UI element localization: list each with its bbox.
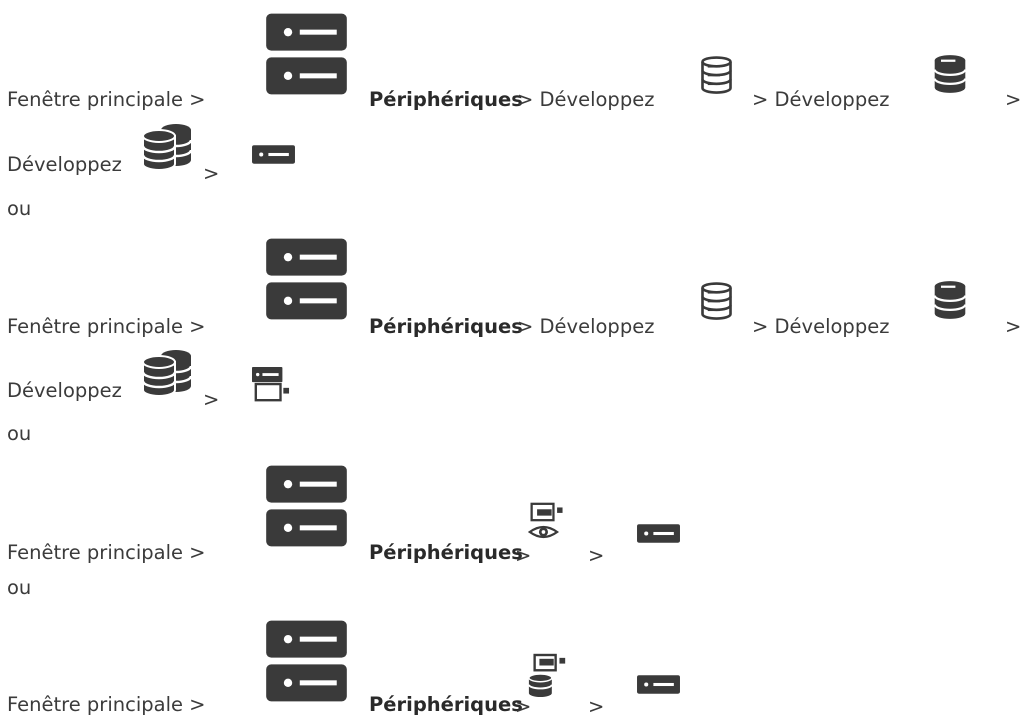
path-4-sep-2: > (588, 695, 605, 718)
local-storage-icon (527, 653, 569, 699)
path-4-devices-label: Périphériques (369, 693, 523, 716)
path-2-main-window: Fenêtre principale > (7, 315, 206, 338)
path-2-devices-label: Périphériques (369, 315, 523, 338)
encoder-icon (636, 674, 681, 695)
path-1-expand-1: > Développez (517, 88, 655, 111)
vrm-pool-icon (141, 120, 197, 172)
path-1-expand-2: > Développez (752, 88, 890, 111)
path-2-expand-3: Développez (7, 379, 122, 402)
path-3-sep-1: > (515, 544, 532, 567)
or-separator-3: ou (7, 576, 32, 599)
path-1-trailing-sep: > (1005, 88, 1022, 111)
path-4-main-window: Fenêtre principale > (7, 693, 206, 716)
path-3-devices-label: Périphériques (369, 541, 523, 564)
devices-icon (258, 464, 355, 548)
path-2-trailing-sep: > (1005, 315, 1022, 338)
encoder-camera-icon (250, 366, 292, 404)
path-2-sep-last: > (203, 388, 220, 411)
devices-icon (258, 619, 355, 703)
or-separator-2: ou (7, 422, 32, 445)
devices-icon (258, 237, 355, 321)
or-separator-1: ou (7, 197, 32, 220)
path-4-sep-1: > (515, 695, 532, 718)
path-3-sep-2: > (588, 544, 605, 567)
path-1-devices-label: Périphériques (369, 88, 523, 111)
encoder-icon (251, 144, 296, 165)
live-only-icon (528, 501, 568, 543)
path-3-main-window: Fenêtre principale > (7, 541, 206, 564)
devices-icon (258, 12, 355, 96)
iscsi-device-icon (932, 278, 968, 322)
vrm-server-icon (699, 52, 734, 98)
path-1-sep-last: > (203, 162, 220, 185)
vrm-pool-icon (141, 346, 197, 398)
iscsi-device-icon (932, 52, 968, 96)
path-1-expand-3: Développez (7, 153, 122, 176)
path-2-expand-2: > Développez (752, 315, 890, 338)
path-2-expand-1: > Développez (517, 315, 655, 338)
path-1-main-window: Fenêtre principale > (7, 88, 206, 111)
encoder-icon (636, 523, 681, 544)
vrm-server-icon (699, 278, 734, 324)
